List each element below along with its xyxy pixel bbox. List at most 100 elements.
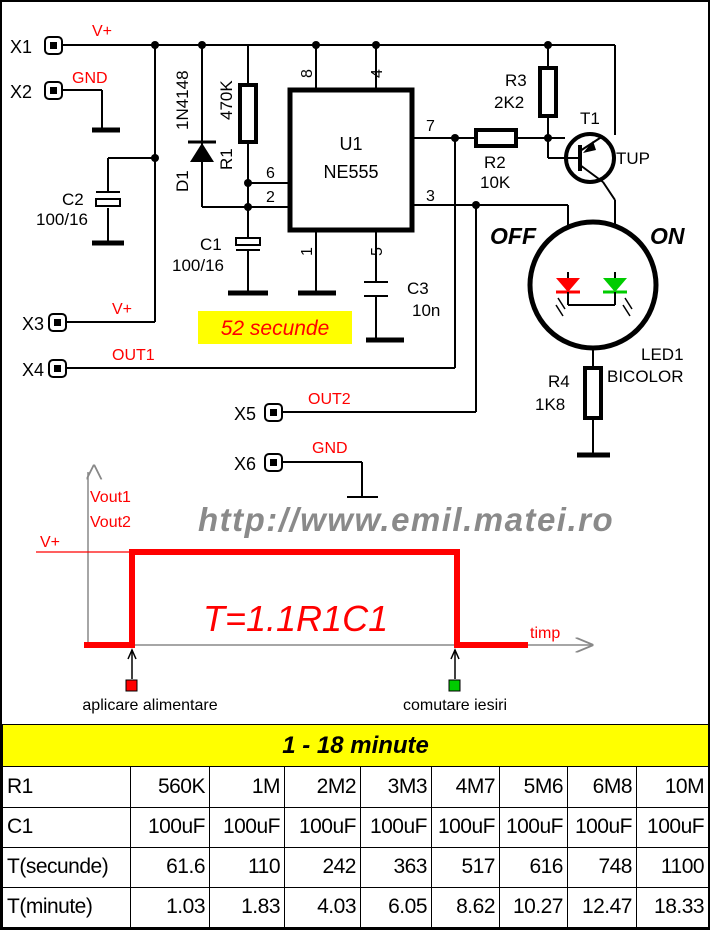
ylabel-vout1: Vout1 bbox=[90, 489, 131, 506]
table-cell: 6.05 bbox=[360, 886, 432, 929]
row-label: C1 bbox=[2, 806, 131, 848]
terminal-x5: X5 bbox=[234, 404, 256, 424]
table-cell: 616 bbox=[499, 846, 568, 888]
table-cell: 12.47 bbox=[567, 886, 637, 929]
table-row-c1: C1 100uF 100uF 100uF 100uF 100uF 100uF 1… bbox=[2, 806, 710, 848]
table-cell: 363 bbox=[360, 846, 432, 888]
pin-8: 8 bbox=[299, 69, 316, 78]
junctions bbox=[151, 41, 552, 211]
table-cell: 242 bbox=[284, 846, 361, 888]
r4-value: 1K8 bbox=[535, 395, 565, 414]
capacitor-c2: C2 100/16 bbox=[36, 190, 121, 229]
capacitor-c3: C3 10n bbox=[364, 279, 440, 320]
u1-part: NE555 bbox=[323, 162, 378, 182]
table-cell: 100uF bbox=[130, 806, 210, 848]
table-cell: 100uF bbox=[635, 806, 710, 848]
ylabel-vout2: Vout2 bbox=[90, 514, 131, 531]
table-cell: 560K bbox=[130, 766, 210, 808]
c1-ref: C1 bbox=[200, 235, 222, 254]
c2-value: 100/16 bbox=[36, 210, 88, 229]
timing-table: 1 - 18 minute R1 560K 1M 2M2 3M3 4M7 5M6… bbox=[1, 723, 710, 929]
r1-ref: R1 bbox=[217, 148, 236, 170]
table-cell: 10M bbox=[635, 766, 710, 808]
led-on-label: ON bbox=[650, 223, 685, 249]
u1-ref: U1 bbox=[339, 134, 362, 154]
table-row-r1: R1 560K 1M 2M2 3M3 4M7 5M6 6M8 10M bbox=[2, 766, 710, 808]
table-cell: 100uF bbox=[209, 806, 285, 848]
c3-value: 10n bbox=[412, 301, 440, 320]
led-off-label: OFF bbox=[490, 223, 537, 249]
r3-ref: R3 bbox=[505, 71, 527, 90]
net-vplus-x3: V+ bbox=[112, 301, 132, 318]
pin-3: 3 bbox=[426, 188, 435, 205]
c1-value: 100/16 bbox=[172, 256, 224, 275]
net-gnd: GND bbox=[72, 70, 108, 87]
resistor-r2: R2 10K bbox=[474, 128, 518, 192]
pin-2: 2 bbox=[266, 189, 275, 206]
table-cell: 18.33 bbox=[635, 886, 710, 929]
pin-4: 4 bbox=[369, 69, 386, 78]
net-out1: OUT1 bbox=[112, 347, 155, 364]
capacitor-c1: C1 100/16 bbox=[172, 235, 261, 275]
table-cell: 2M2 bbox=[284, 766, 361, 808]
r4-ref: R4 bbox=[548, 372, 570, 391]
table-cell: 517 bbox=[431, 846, 500, 888]
transistor-t1: T1 TUP bbox=[564, 109, 650, 184]
net-out2: OUT2 bbox=[308, 391, 351, 408]
r2-ref: R2 bbox=[484, 153, 506, 172]
table-cell: 1.03 bbox=[130, 886, 210, 929]
c3-ref: C3 bbox=[407, 279, 429, 298]
table-title: 1 - 18 minute bbox=[1, 723, 710, 768]
table-cell: 748 bbox=[567, 846, 637, 888]
event2-label: comutare iesiri bbox=[403, 697, 507, 714]
ground-symbols bbox=[92, 127, 610, 458]
terminal-x6: X6 bbox=[234, 454, 256, 474]
table-cell: 8.62 bbox=[431, 886, 500, 929]
table-cell: 6M8 bbox=[567, 766, 637, 808]
pin-1: 1 bbox=[299, 247, 316, 256]
t1-ref: T1 bbox=[580, 109, 600, 128]
waveform-plot: Vout1 Vout2 V+ T=1.1R1C1 timp aplicare a… bbox=[36, 472, 592, 714]
terminal-x1: X1 bbox=[10, 37, 32, 57]
table-cell: 100uF bbox=[284, 806, 361, 848]
formula: T=1.1R1C1 bbox=[203, 598, 388, 639]
table-cell: 100uF bbox=[360, 806, 432, 848]
time-note: 52 secunde bbox=[198, 311, 352, 344]
diode-d1: 1N4148 D1 bbox=[173, 70, 216, 192]
event1-marker bbox=[125, 679, 138, 692]
event1-label: aplicare alimentare bbox=[82, 697, 217, 714]
xlabel-timp: timp bbox=[530, 625, 560, 642]
table-cell: 100uF bbox=[499, 806, 568, 848]
t1-part: TUP bbox=[616, 149, 650, 168]
table-cell: 100uF bbox=[431, 806, 500, 848]
led-ref: LED1 bbox=[641, 345, 684, 364]
pin-7: 7 bbox=[426, 118, 435, 135]
net-gnd-x6: GND bbox=[312, 440, 348, 457]
website-watermark: http://www.emil.matei.ro bbox=[198, 501, 614, 538]
ic-u1: U1 NE555 8 4 7 6 2 3 1 5 bbox=[266, 69, 435, 256]
resistor-r3: R3 2K2 bbox=[494, 66, 558, 118]
table-row-t-minute: T(minute) 1.03 1.83 4.03 6.05 8.62 10.27… bbox=[2, 886, 710, 929]
c2-ref: C2 bbox=[62, 190, 84, 209]
table-cell: 1100 bbox=[635, 846, 710, 888]
table-cell: 1.83 bbox=[209, 886, 285, 929]
level-vplus: V+ bbox=[40, 534, 60, 551]
pin-6: 6 bbox=[266, 165, 275, 182]
row-label: T(secunde) bbox=[2, 846, 131, 888]
table-cell: 1M bbox=[209, 766, 285, 808]
r1-value: 470K bbox=[217, 80, 236, 120]
event2-marker bbox=[448, 679, 461, 692]
time-note-text: 52 secunde bbox=[221, 317, 330, 340]
table-cell: 5M6 bbox=[499, 766, 568, 808]
led-bicolor: OFF ON LED1 BICOLOR bbox=[490, 219, 685, 386]
net-vplus-top: V+ bbox=[92, 23, 112, 40]
pin-5: 5 bbox=[369, 247, 386, 256]
d1-part: 1N4148 bbox=[173, 70, 192, 130]
table-row-t-secunde: T(secunde) 61.6 110 242 363 517 616 748 … bbox=[2, 846, 710, 888]
terminal-x2: X2 bbox=[10, 82, 32, 102]
led-part: BICOLOR bbox=[607, 367, 684, 386]
row-label: T(minute) bbox=[2, 886, 131, 929]
r3-value: 2K2 bbox=[494, 93, 524, 112]
output-pulse bbox=[84, 549, 528, 648]
table-cell: 4M7 bbox=[431, 766, 500, 808]
